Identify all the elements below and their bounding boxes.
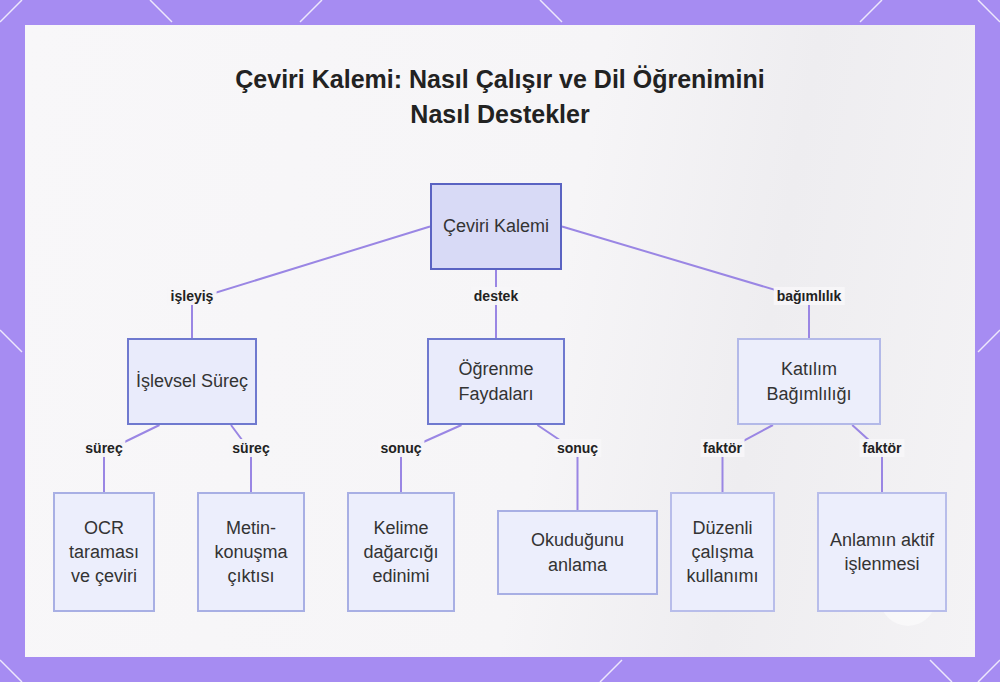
connector xyxy=(562,227,809,339)
category-box: Katılım Bağımlılığı xyxy=(737,338,881,425)
edge-label: sonuç xyxy=(377,439,424,457)
leaf-box: Okuduğunu anlama xyxy=(497,510,658,595)
edge-label: işleyiş xyxy=(168,287,217,305)
node-text: Çeviri Kalemi xyxy=(437,214,555,238)
category-box: İşlevsel Süreç xyxy=(127,338,257,425)
node-text: OCR taraması ve çeviri xyxy=(55,516,153,589)
leaf-box: Anlamın aktif işlenmesi xyxy=(817,492,947,612)
connector xyxy=(231,425,251,492)
edge-label: sonuç xyxy=(554,439,601,457)
edge-label: süreç xyxy=(229,439,272,457)
leaf-box: Metin-konuşma çıktısı xyxy=(197,492,305,612)
connector xyxy=(104,425,160,492)
leaf-box: OCR taraması ve çeviri xyxy=(53,492,155,612)
diagram-title: Çeviri Kalemi: Nasıl Çalışır ve Dil Öğre… xyxy=(230,62,770,131)
node-text: Anlamın aktif işlenmesi xyxy=(819,528,945,577)
node-text: Okuduğunu anlama xyxy=(499,528,656,577)
edge-label: süreç xyxy=(82,439,125,457)
node-text: Kelime dağarcığı edinimi xyxy=(349,516,453,589)
node-text: Katılım Bağımlılığı xyxy=(739,357,879,406)
connector xyxy=(537,425,577,510)
edge-label: faktör xyxy=(860,439,905,457)
node-text: Öğrenme Faydaları xyxy=(429,357,563,406)
connector xyxy=(723,425,774,492)
node-text: Düzenli çalışma kullanımı xyxy=(672,516,773,589)
node-text: İşlevsel Süreç xyxy=(130,369,254,393)
category-box: Öğrenme Faydaları xyxy=(427,338,565,425)
edge-label: destek xyxy=(471,287,521,305)
node-text: Metin-konuşma çıktısı xyxy=(199,516,303,589)
edge-label: faktör xyxy=(700,439,745,457)
edge-label: bağımlılık xyxy=(774,287,845,305)
connector xyxy=(852,425,882,492)
connector xyxy=(192,227,430,339)
root-box: Çeviri Kalemi xyxy=(430,183,562,270)
connector xyxy=(401,425,462,492)
leaf-box: Düzenli çalışma kullanımı xyxy=(670,492,775,612)
leaf-box: Kelime dağarcığı edinimi xyxy=(347,492,455,612)
